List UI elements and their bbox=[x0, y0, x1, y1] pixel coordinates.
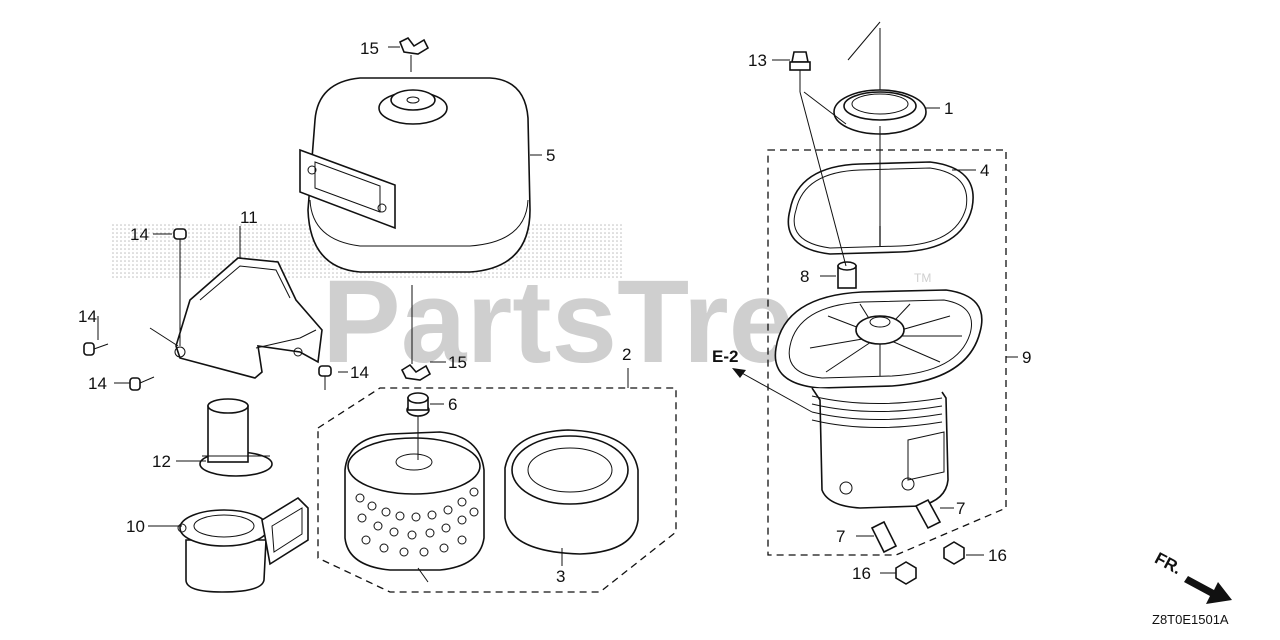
screw-part[interactable] bbox=[83, 342, 109, 356]
callout-8: 8 bbox=[800, 267, 809, 286]
cover-guide-part[interactable] bbox=[174, 257, 323, 379]
callout-10: 10 bbox=[126, 517, 145, 536]
callout-16: 16 bbox=[988, 546, 1007, 565]
leader-lines bbox=[97, 21, 1018, 583]
collar-part[interactable] bbox=[199, 398, 273, 477]
air-filter-element-part[interactable] bbox=[344, 431, 485, 571]
callout-14: 14 bbox=[88, 374, 107, 393]
screw-part[interactable] bbox=[318, 365, 332, 390]
callout-12: 12 bbox=[152, 452, 171, 471]
callout-11: 11 bbox=[240, 208, 258, 227]
callout-5: 5 bbox=[546, 146, 555, 165]
front-label: FR. bbox=[1152, 549, 1185, 579]
callout-6: 6 bbox=[448, 395, 457, 414]
wing-nut-part[interactable] bbox=[400, 363, 432, 381]
air-cleaner-cover-part[interactable] bbox=[299, 77, 531, 273]
nut-part[interactable] bbox=[943, 541, 965, 565]
callout-1: 1 bbox=[944, 99, 953, 118]
callout-14: 14 bbox=[78, 307, 97, 326]
callout-4: 4 bbox=[980, 161, 989, 180]
case-group-bracket bbox=[767, 149, 1007, 556]
wing-nut-part[interactable] bbox=[398, 36, 430, 72]
screw-part[interactable] bbox=[173, 228, 187, 254]
breather-tube-part[interactable] bbox=[914, 498, 942, 530]
callout-9: 9 bbox=[1022, 348, 1031, 367]
grommet-part[interactable] bbox=[406, 392, 430, 417]
callout-2: 2 bbox=[622, 345, 631, 364]
pre-filter-foam-part[interactable] bbox=[504, 429, 639, 555]
callout-7: 7 bbox=[956, 499, 965, 518]
reference-label: E-2 bbox=[712, 347, 738, 366]
collar-part-8[interactable] bbox=[837, 261, 857, 289]
air-cleaner-case-part[interactable] bbox=[774, 289, 983, 509]
screw-part[interactable] bbox=[129, 376, 155, 391]
elbow-part[interactable] bbox=[177, 496, 309, 593]
callout-13: 13 bbox=[748, 51, 767, 70]
callout-14: 14 bbox=[350, 363, 369, 382]
callout-7: 7 bbox=[836, 527, 845, 546]
bolt-part[interactable] bbox=[789, 51, 811, 92]
front-direction-arrow-icon bbox=[1184, 576, 1232, 604]
breather-tube-part[interactable] bbox=[870, 520, 898, 554]
callout-16: 16 bbox=[852, 564, 871, 583]
diagram-code: Z8T0E1501A bbox=[1152, 612, 1229, 627]
element-group-bracket bbox=[317, 368, 677, 593]
reference-arrow bbox=[732, 368, 746, 378]
gasket-part[interactable] bbox=[787, 161, 974, 255]
nut-part[interactable] bbox=[895, 561, 917, 585]
callout-15: 15 bbox=[448, 353, 467, 372]
callout-3: 3 bbox=[556, 567, 565, 586]
trademark-mark: TM bbox=[914, 271, 931, 285]
callout-14: 14 bbox=[130, 225, 149, 244]
callout-15: 15 bbox=[360, 39, 379, 58]
